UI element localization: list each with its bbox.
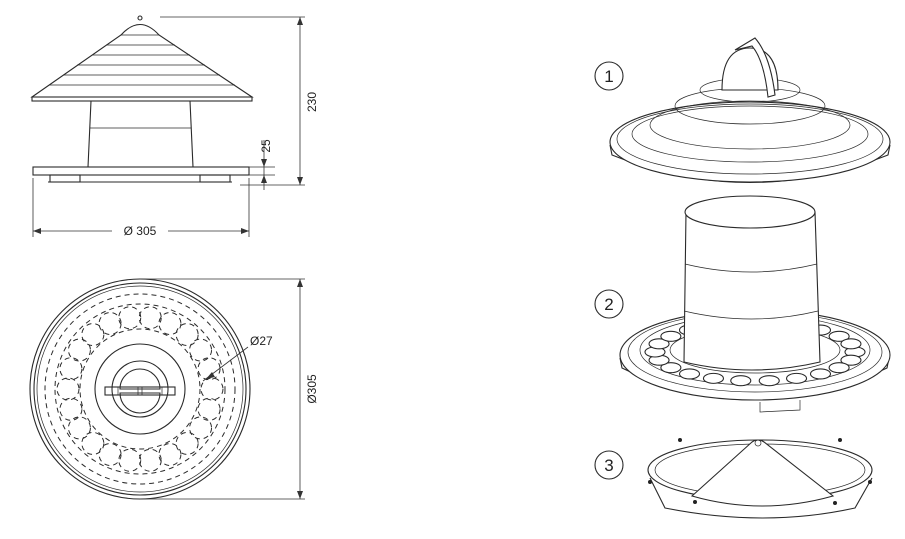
tray-hole xyxy=(702,372,725,384)
feeder-hole xyxy=(118,306,142,330)
feeder-hole xyxy=(56,377,80,401)
callout-1: 1 xyxy=(594,61,624,91)
top-view xyxy=(29,278,251,500)
dim-height-label: 230 xyxy=(305,92,319,112)
svg-text:3: 3 xyxy=(604,456,613,475)
side-dimensions: 230 25 Ø 305 xyxy=(32,16,319,238)
side-view xyxy=(30,15,254,183)
tray-hole xyxy=(828,330,850,342)
callout-2: 2 xyxy=(594,289,624,319)
feeder-hole xyxy=(197,357,221,381)
part-3-base xyxy=(647,438,873,519)
feeder-hole xyxy=(175,323,199,347)
feeder-hole xyxy=(197,397,221,421)
tray-hole xyxy=(758,375,780,387)
dim-base-label: 25 xyxy=(259,139,273,153)
feeder-hole xyxy=(59,357,83,381)
feeder-hole xyxy=(98,442,122,466)
svg-text:1: 1 xyxy=(604,67,613,86)
dim-width-label: Ø 305 xyxy=(124,224,157,238)
tray-hole xyxy=(828,362,850,374)
tray-hole xyxy=(840,338,862,350)
feeder-hole xyxy=(98,312,122,336)
feeder-hole xyxy=(200,377,224,401)
part-2-hopper xyxy=(619,195,891,413)
feeder-hole xyxy=(189,338,213,362)
feeder-hole xyxy=(81,323,105,347)
feeder-hole xyxy=(138,448,162,472)
tray-hole xyxy=(648,338,670,350)
svg-text:2: 2 xyxy=(604,295,613,314)
feeder-hole xyxy=(67,416,91,440)
tray-hole xyxy=(809,368,832,380)
tray-hole xyxy=(840,354,862,366)
feeder-hole xyxy=(138,306,162,330)
feeder-hole xyxy=(67,338,91,362)
dim-hole-label: Ø27 xyxy=(250,334,273,348)
feeder-holes xyxy=(56,306,224,472)
feeder-hole xyxy=(158,442,182,466)
tray-hole xyxy=(660,362,682,374)
side-cylinder xyxy=(87,100,194,168)
dim-diameter-label: Ø305 xyxy=(305,374,319,404)
feeder-hole xyxy=(59,397,83,421)
side-base xyxy=(32,166,250,176)
side-roof xyxy=(30,23,254,98)
feeder-hole xyxy=(175,431,199,455)
tray-hole xyxy=(660,330,682,342)
feeder-hole xyxy=(81,431,105,455)
feeder-hole xyxy=(158,312,182,336)
callout-3: 3 xyxy=(594,450,624,480)
feeder-hole xyxy=(118,448,142,472)
feeder-hole xyxy=(189,416,213,440)
tray-hole xyxy=(730,375,752,387)
top-dimensions: Ø305 Ø27 xyxy=(140,278,319,500)
part-1-lid xyxy=(609,37,891,184)
tray-hole xyxy=(678,368,701,380)
tray-hole xyxy=(785,372,808,384)
